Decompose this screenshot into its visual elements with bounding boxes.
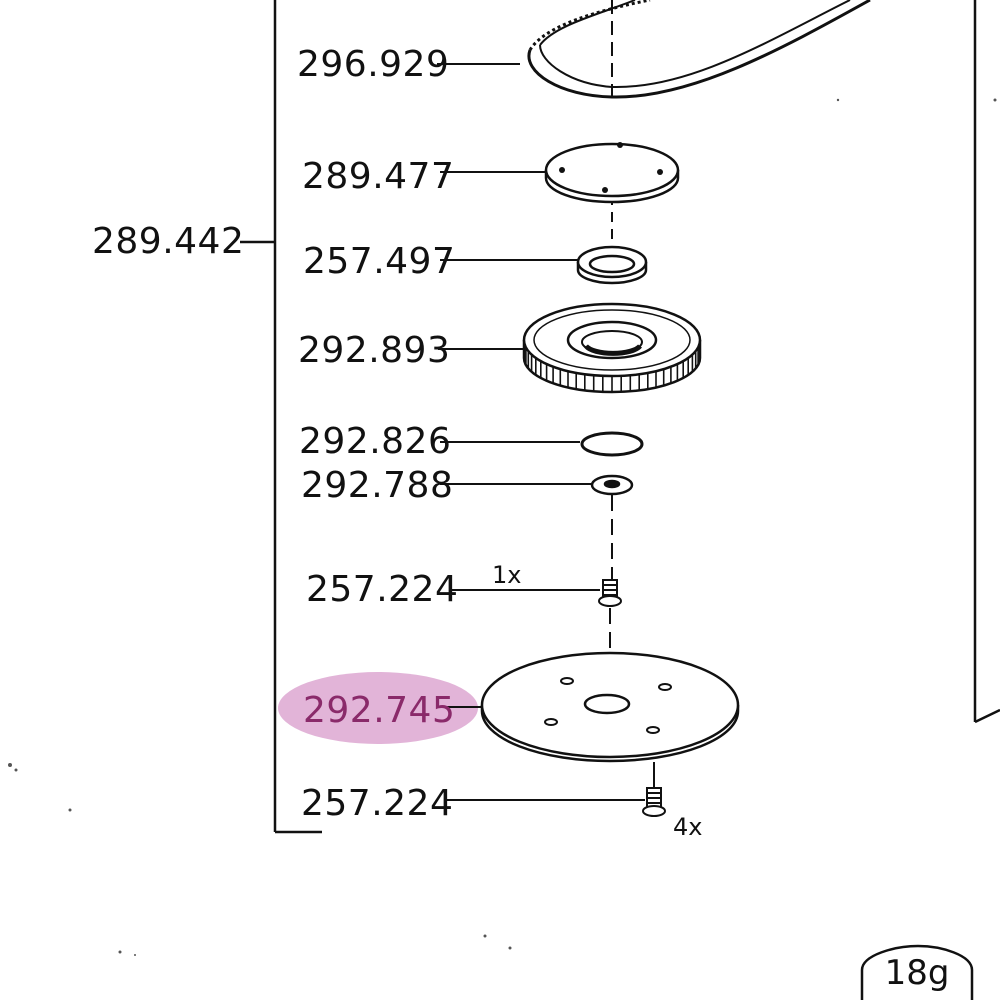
pulley-drawing bbox=[522, 302, 702, 394]
assembly-number: 289.442 bbox=[92, 221, 244, 262]
leader-lines bbox=[437, 63, 645, 801]
part-number-screw-single: 257.224 bbox=[306, 569, 458, 610]
part-number-o-ring: 292.826 bbox=[299, 421, 451, 462]
quantity-4x: 4x bbox=[673, 813, 702, 841]
frame-edge bbox=[973, 0, 1000, 724]
page-badge-label: 18g bbox=[885, 953, 950, 993]
cover-disc-drawing bbox=[544, 142, 680, 204]
o-ring-drawing bbox=[580, 431, 644, 457]
part-number-timing-belt: 296.929 bbox=[297, 44, 449, 85]
base-disc-drawing bbox=[480, 651, 740, 763]
part-number-cover-disc: 289.477 bbox=[302, 156, 454, 197]
part-number-bearing: 257.497 bbox=[303, 241, 455, 282]
page-badge: 18g bbox=[860, 944, 974, 1000]
screw-4x-drawing bbox=[642, 787, 666, 817]
part-number-screw-four: 257.224 bbox=[301, 783, 453, 824]
screw-1x-drawing bbox=[598, 579, 622, 607]
quantity-1x: 1x bbox=[492, 561, 521, 589]
assembly-bracket bbox=[240, 0, 322, 834]
highlight-ellipse bbox=[278, 672, 478, 744]
bearing-drawing bbox=[576, 245, 648, 285]
washer-drawing bbox=[590, 474, 634, 496]
part-number-base-disc-highlighted: 292.745 bbox=[303, 690, 455, 731]
timing-belt-drawing bbox=[527, 0, 871, 99]
scan-specks bbox=[8, 98, 997, 956]
part-number-washer: 292.788 bbox=[301, 465, 453, 506]
part-number-pulley: 292.893 bbox=[298, 330, 450, 371]
